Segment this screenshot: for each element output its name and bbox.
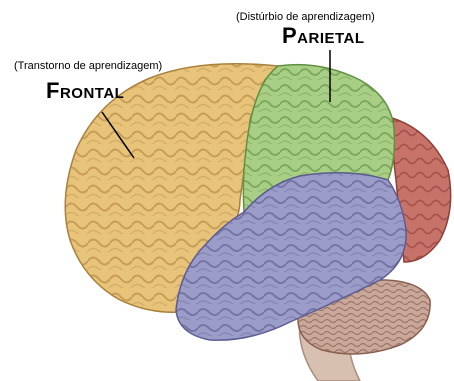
parietal-subtitle: (Distúrbio de aprendizagem) — [236, 11, 375, 23]
frontal-label: Frontal — [46, 78, 124, 104]
parietal-label: Parietal — [282, 23, 365, 49]
frontal-subtitle: (Transtorno de aprendizagem) — [14, 60, 162, 72]
